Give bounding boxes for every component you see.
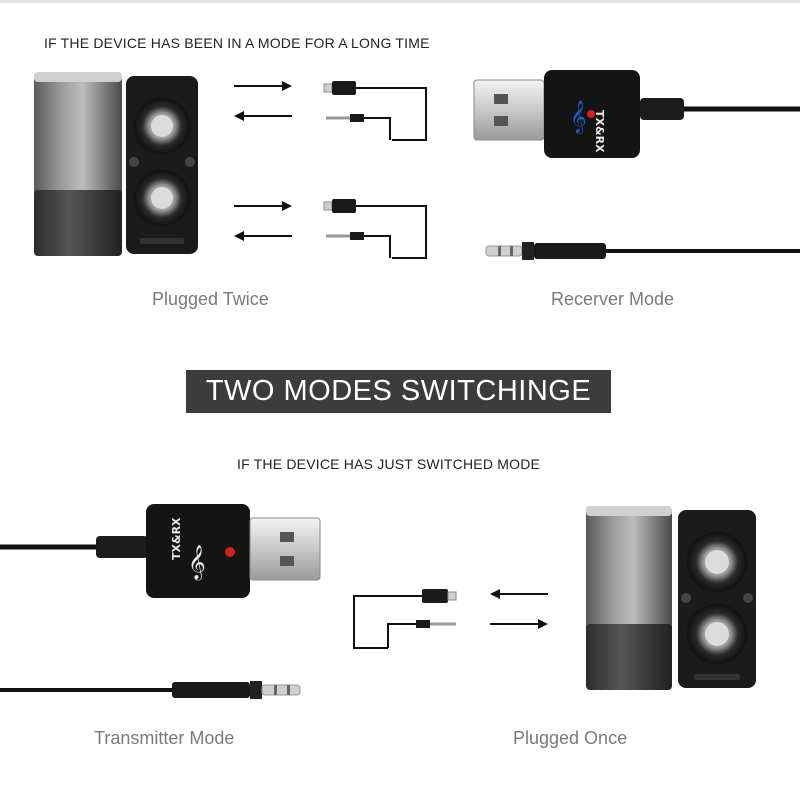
cable-usb-jack-2 (323, 199, 427, 259)
transmitter-audio-jack (0, 681, 301, 699)
arrows-pair-1 (234, 81, 292, 121)
caption-plugged-once: Plugged Once (513, 728, 628, 748)
modes-banner: TWO MODES SWITCHINGE (186, 370, 611, 413)
svg-text:𝄞: 𝄞 (570, 100, 587, 134)
transmitter-dongle-label: TX&RX (170, 517, 183, 560)
cable-usb-jack-1 (323, 81, 427, 141)
top-heading: IF THE DEVICE HAS BEEN IN A MODE FOR A L… (44, 35, 430, 51)
receiver-dongle: 𝄞 (473, 70, 800, 158)
caption-receiver-mode: Recerver Mode (551, 289, 675, 309)
top-border (0, 0, 800, 3)
arrows-pair-3 (490, 589, 548, 629)
arrows-pair-2 (234, 201, 292, 241)
speaker-pair-top (34, 72, 198, 256)
receiver-dongle-label: TX&RX (593, 110, 606, 153)
speaker-pair-bottom (586, 506, 756, 690)
caption-transmitter-mode: Transmitter Mode (94, 728, 235, 748)
caption-plugged-twice: Plugged Twice (152, 289, 269, 309)
cable-usb-jack-3 (353, 589, 457, 649)
svg-text:𝄞: 𝄞 (188, 545, 206, 581)
transmitter-dongle: 𝄞 (0, 504, 321, 598)
receiver-audio-jack (485, 242, 800, 260)
bottom-heading: IF THE DEVICE HAS JUST SWITCHED MODE (237, 456, 541, 472)
